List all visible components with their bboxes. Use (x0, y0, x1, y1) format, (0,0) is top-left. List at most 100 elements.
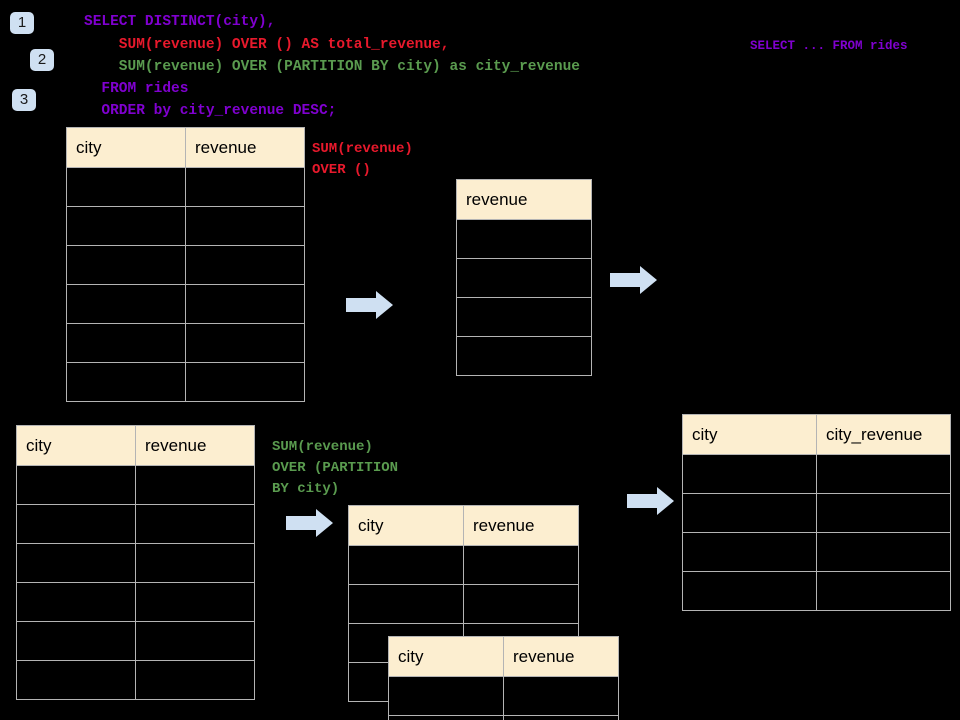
table-row (456, 297, 592, 337)
column-header-city: city (388, 636, 504, 677)
sql-line-sum-over-partition: SUM(revenue) OVER (PARTITION BY city) as… (84, 59, 580, 75)
table-cell-city (16, 504, 136, 544)
table-cell-revenue (185, 284, 305, 324)
table-cell-revenue (185, 323, 305, 363)
table-row (16, 582, 255, 622)
sql-line-from-rides: FROM rides (84, 81, 189, 97)
table-cell-city-revenue (816, 571, 951, 611)
column-header-city: city (16, 425, 136, 466)
rides-source-table-top: city revenue (66, 127, 305, 402)
table-cell-city (66, 362, 186, 402)
table-cell-city (682, 571, 817, 611)
table-row (682, 454, 951, 494)
table-row (66, 206, 305, 246)
table-cell-city (388, 676, 504, 716)
table-cell-revenue (135, 543, 255, 583)
arrow-rides-to-total (346, 290, 394, 325)
table-cell-city (16, 660, 136, 700)
table-cell-revenue (185, 167, 305, 207)
table-cell-revenue (456, 219, 592, 259)
table-cell-revenue (463, 545, 579, 585)
table-row (456, 336, 592, 376)
table-row (682, 532, 951, 572)
column-header-revenue: revenue (456, 179, 592, 220)
table-cell-city (66, 323, 186, 363)
column-header-revenue: revenue (463, 505, 579, 546)
table-cell-revenue (185, 206, 305, 246)
table-row (348, 545, 579, 585)
table-row (16, 543, 255, 583)
table-row (66, 284, 305, 324)
sql-line-sum-over-empty: SUM(revenue) OVER () AS total_revenue, (84, 37, 450, 53)
table-row (66, 167, 305, 207)
table-row (66, 362, 305, 402)
step-badge-2: 2 (30, 49, 54, 71)
table-row (682, 493, 951, 533)
table-row (16, 660, 255, 700)
table-row (456, 219, 592, 259)
table-cell-revenue (456, 258, 592, 298)
column-header-city: city (66, 127, 186, 168)
arrow-rides-to-partition (286, 508, 334, 543)
table-row (66, 245, 305, 285)
table-row (682, 571, 951, 611)
column-header-revenue: revenue (185, 127, 305, 168)
step-badge-3: 3 (12, 89, 36, 111)
table-cell-city (348, 545, 464, 585)
annotation-sum-over-empty: SUM(revenue) OVER () (312, 141, 413, 178)
table-cell-revenue (185, 245, 305, 285)
table-cell-city-revenue (816, 493, 951, 533)
city-revenue-result-table: city city_revenue (682, 414, 951, 611)
table-row (16, 621, 255, 661)
table-cell-revenue (456, 336, 592, 376)
table-cell-city-revenue (816, 532, 951, 572)
column-header-revenue: revenue (135, 425, 255, 466)
table-row (66, 323, 305, 363)
table-cell-city (682, 454, 817, 494)
column-header-city: city (348, 505, 464, 546)
table-cell-city (388, 715, 504, 720)
table-cell-revenue (456, 297, 592, 337)
table-row (16, 504, 255, 544)
table-cell-city (16, 582, 136, 622)
total-revenue-table: revenue (456, 179, 592, 376)
table-cell-revenue (135, 465, 255, 505)
sql-line-order-by: ORDER by city_revenue DESC; (84, 103, 337, 119)
sql-line-select-distinct: SELECT DISTINCT(city), (84, 14, 276, 30)
table-row (348, 584, 579, 624)
table-header-row: city revenue (16, 425, 255, 466)
table-header-row: city city_revenue (682, 414, 951, 455)
table-cell-city (682, 532, 817, 572)
step-badge-1: 1 (10, 12, 34, 34)
table-cell-city (66, 167, 186, 207)
column-header-city: city (682, 414, 817, 455)
rides-source-table-bottom: city revenue (16, 425, 255, 700)
table-cell-revenue (135, 582, 255, 622)
table-cell-city (16, 543, 136, 583)
arrow-partition-to-result (627, 486, 675, 521)
table-header-row: city revenue (348, 505, 579, 546)
table-header-row: city revenue (388, 636, 619, 677)
table-row (388, 715, 619, 720)
table-header-row: revenue (456, 179, 592, 220)
table-row (456, 258, 592, 298)
table-row (16, 465, 255, 505)
sql-side-note-select-from-rides: SELECT ... FROM rides (750, 39, 908, 53)
table-cell-revenue (185, 362, 305, 402)
table-row (388, 676, 619, 716)
arrow-total-to-result (610, 265, 658, 300)
table-cell-revenue (135, 504, 255, 544)
column-header-city-revenue: city_revenue (816, 414, 951, 455)
table-cell-city (66, 206, 186, 246)
column-header-revenue: revenue (503, 636, 619, 677)
table-cell-revenue (463, 584, 579, 624)
table-cell-city (348, 584, 464, 624)
table-cell-city (16, 621, 136, 661)
table-header-row: city revenue (66, 127, 305, 168)
table-cell-revenue (135, 660, 255, 700)
table-cell-revenue (503, 715, 619, 720)
table-cell-city (682, 493, 817, 533)
partition-group-table-front: city revenue (388, 636, 619, 720)
table-cell-city (16, 465, 136, 505)
